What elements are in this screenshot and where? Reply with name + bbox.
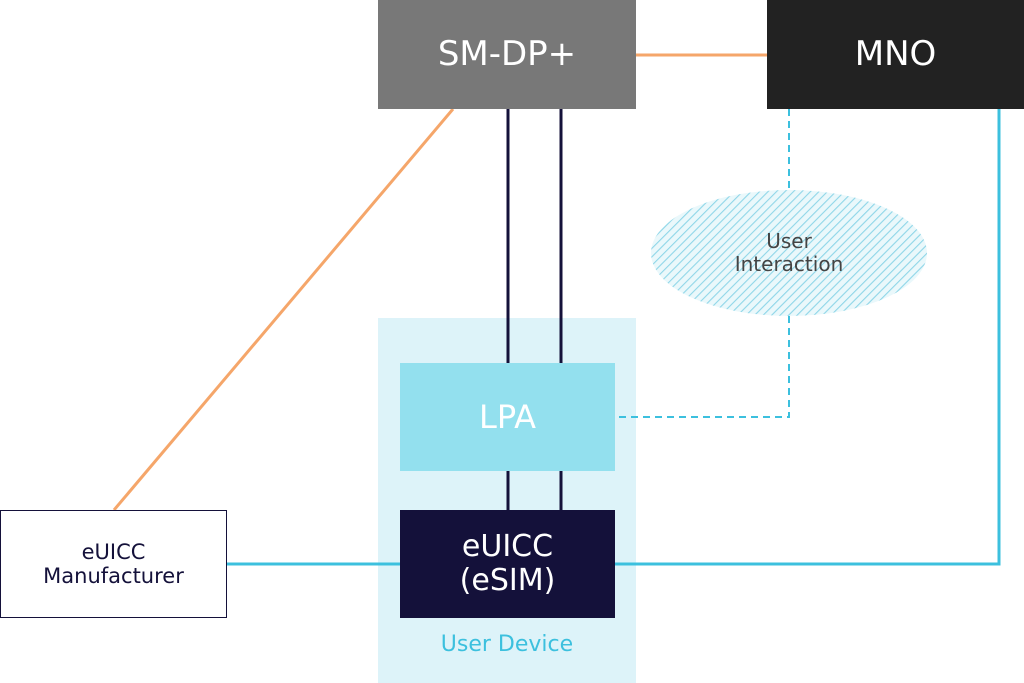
mno-label: MNO [854,33,937,74]
manufacturer-node: eUICC Manufacturer [0,510,227,618]
user-interaction-label-line1: User [766,229,812,253]
lpa-node: LPA [400,363,615,471]
user-device-label: User Device [440,632,574,657]
link-smdp-manufacturer [112,108,455,511]
smdp-node: SM-DP+ [378,0,636,109]
lpa-label: LPA [479,397,536,436]
manufacturer-label-line2: Manufacturer [43,564,184,588]
link-mno-euicc [615,109,1001,566]
user-interaction-label-line2: Interaction [734,252,844,276]
mno-node: MNO [767,0,1024,109]
user-interaction-ellipse [651,190,927,316]
user-interaction-node: User Interaction [651,190,927,316]
euicc-node: eUICC (eSIM) [400,510,615,618]
manufacturer-label-line1: eUICC [81,539,146,564]
smdp-label: SM-DP+ [437,33,577,74]
euicc-label-line2: (eSIM) [459,563,556,598]
euicc-label-line1: eUICC [461,528,554,564]
link-user-interaction-lpa [615,316,790,418]
